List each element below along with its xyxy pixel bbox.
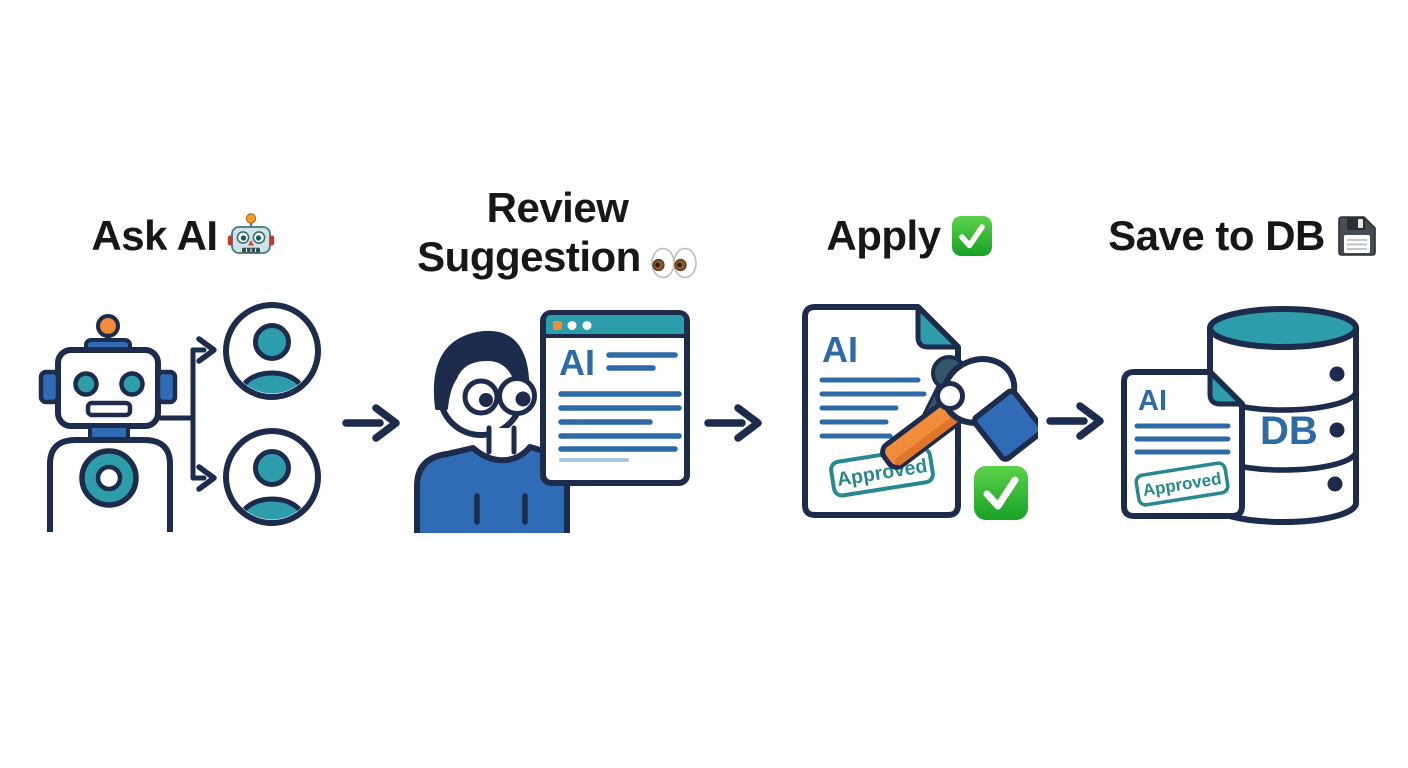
flow-arrow-2 — [704, 404, 762, 442]
robot-illustration — [38, 302, 321, 532]
rubber-stamp-and-hand — [880, 355, 1038, 470]
window-dot — [582, 321, 592, 330]
step-title-text: Save to DB — [1108, 212, 1325, 259]
document-label: AI — [822, 329, 858, 370]
sleeve — [971, 388, 1038, 462]
step-title-review-suggestion: Review Suggestion — [400, 184, 715, 281]
document-label: AI — [1138, 385, 1167, 417]
user-avatar-bottom — [223, 428, 321, 526]
window-dot-orange — [553, 321, 562, 330]
approved-stamp-mark: Approved — [1134, 461, 1230, 507]
database-cylinder: DB — [1207, 306, 1359, 525]
step-save-to-db: Save to DB — [1078, 200, 1408, 540]
database-label: DB — [1260, 409, 1318, 453]
robot-emoji-icon — [227, 212, 275, 258]
database-top — [1207, 306, 1359, 350]
step-title-apply: Apply — [780, 212, 1040, 261]
step-title-ask-ai: Ask AI — [38, 212, 328, 261]
page-fold — [915, 304, 961, 350]
database-save-illustration: DB AI Approved — [1121, 306, 1359, 525]
approved-document: AI Approved — [1121, 369, 1245, 519]
window-dot — [567, 321, 577, 330]
branch-arrows — [157, 336, 217, 492]
person — [414, 331, 570, 533]
user-avatar-top — [223, 302, 321, 400]
browser-window: AI — [540, 310, 690, 486]
step-title-text: Ask AI — [91, 212, 218, 259]
floppy-disk-emoji-icon — [1334, 214, 1378, 258]
page-fold — [1207, 369, 1245, 407]
stamp-approval-illustration: AI Approved — [802, 304, 1038, 520]
browser-titlebar — [546, 315, 684, 335]
flow-arrow-1 — [342, 404, 400, 442]
step-ask-ai: Ask AI — [38, 200, 328, 545]
step-title-text: Apply — [826, 212, 941, 259]
panel-label: AI — [559, 342, 595, 383]
step-review-suggestion: Review Suggestion — [400, 184, 715, 544]
flow-arrow-3 — [1046, 402, 1104, 440]
eyes-emoji-icon — [650, 247, 698, 279]
neck — [489, 428, 514, 452]
check-mark-button-emoji-icon — [950, 214, 994, 258]
person-review-illustration: AI — [414, 310, 690, 533]
step-title-save-to-db: Save to DB — [1078, 212, 1408, 261]
robot — [38, 314, 178, 532]
step-apply: Apply — [780, 200, 1040, 545]
step-title-text: Review Suggestion — [417, 184, 641, 280]
thumb — [935, 381, 965, 411]
check-emblem — [974, 466, 1028, 520]
